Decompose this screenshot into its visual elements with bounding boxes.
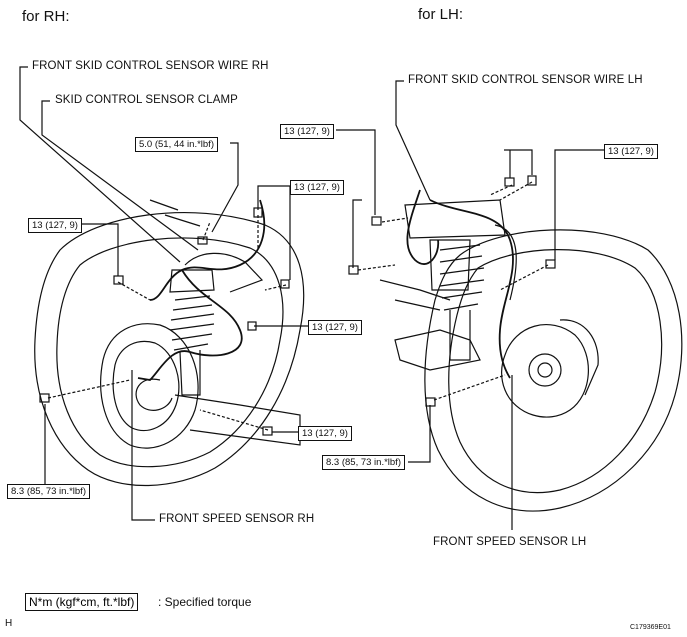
lh-left-bolt-leader-b (352, 199, 362, 268)
torque-lh-right-bolts: 13 (127, 9) (604, 144, 658, 159)
lh-tire (424, 229, 683, 512)
torque-lh-sensor-bolt: 8.3 (85, 73 in.*lbf) (322, 455, 405, 470)
lh-bolt-axes (357, 181, 549, 401)
label-wire-rh: FRONT SKID CONTROL SENSOR WIRE RH (32, 60, 269, 72)
torque-rh-mid-bolt: 13 (127, 9) (308, 320, 362, 335)
rh-sensor-wire (137, 199, 266, 381)
torque-rh-lower-bolt: 13 (127, 9) (298, 426, 352, 441)
rh-sensor-leader (131, 370, 155, 521)
torque-lh-left-bolt: 13 (127, 9) (280, 124, 334, 139)
rh-header: for RH: (22, 8, 70, 25)
label-clamp: SKID CONTROL SENSOR CLAMP (55, 94, 238, 106)
label-wire-lh: FRONT SKID CONTROL SENSOR WIRE LH (408, 74, 643, 86)
torque-rh-upper-bolt: 13 (127, 9) (290, 180, 344, 195)
lh-bolts (348, 175, 556, 407)
lh-wire-leader (395, 80, 431, 201)
rh-clamp-leader (41, 100, 199, 251)
rh-bolt-axes (47, 215, 287, 431)
label-sensor-lh: FRONT SPEED SENSOR LH (433, 536, 587, 548)
rh-left-bolt-leader (80, 223, 119, 276)
lh-strut (379, 199, 517, 371)
legend-text: : Specified torque (158, 595, 252, 609)
lh-right-bolts-leader (554, 149, 604, 260)
lh-left-bolt-leader (336, 129, 376, 215)
lh-header: for LH: (418, 6, 464, 23)
lh-right-bolts-leader-b (504, 149, 533, 175)
rh-wire-leader (19, 66, 181, 263)
lh-sensor-bolt-leader (408, 405, 431, 463)
footer-letter: H (5, 618, 13, 629)
torque-rh-left-bolt: 13 (127, 9) (28, 218, 82, 233)
rh-tire (34, 211, 305, 487)
figure-code: C179369E01 (630, 624, 671, 631)
rh-upper-bolt-leader (257, 185, 290, 210)
torque-rh-clamp-bolt: 5.0 (51, 44 in.*lbf) (135, 137, 218, 152)
lh-sensor-wire (406, 189, 514, 379)
label-sensor-rh: FRONT SPEED SENSOR RH (159, 513, 315, 525)
rh-strut (135, 199, 301, 446)
legend-unit-box: N*m (kgf*cm, ft.*lbf) (25, 593, 139, 611)
torque-rh-sensor-bolt: 8.3 (85, 73 in.*lbf) (7, 484, 90, 499)
rh-clamp-bolt-leader (211, 142, 239, 233)
rh-bolts (39, 207, 290, 436)
